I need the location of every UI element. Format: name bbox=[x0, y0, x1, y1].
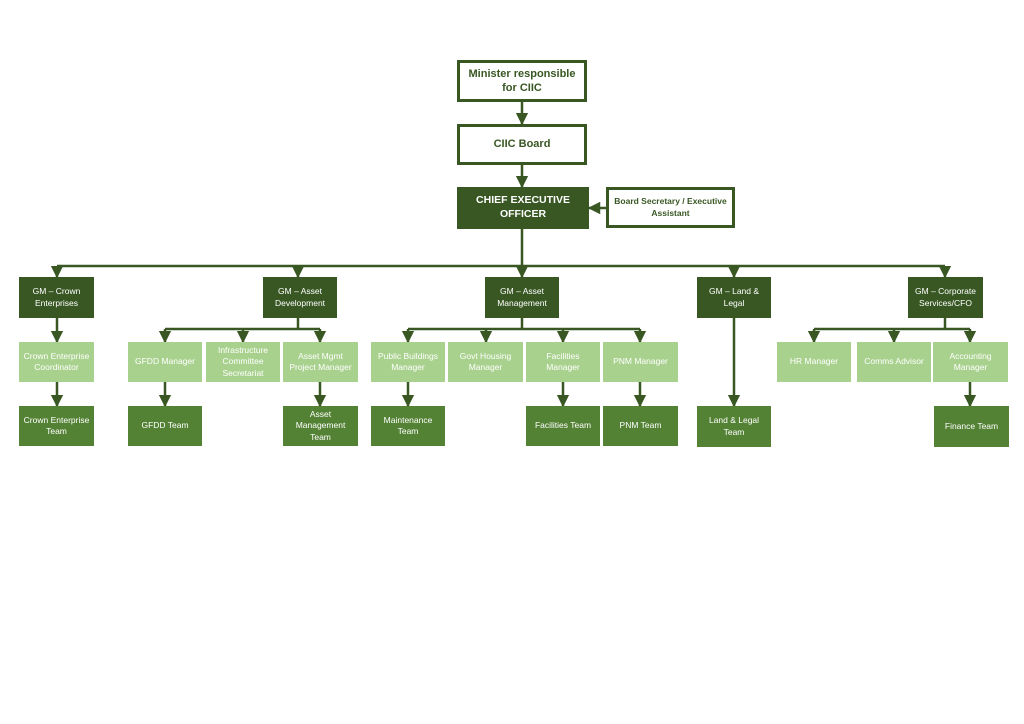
gm-asset-dev-label: GM – Asset Development bbox=[274, 286, 326, 308]
secretary-box: Board Secretary / Executive Assistant bbox=[606, 187, 735, 228]
accounting-manager-box: Accounting Manager bbox=[933, 342, 1008, 382]
board-label: CIIC Board bbox=[493, 138, 551, 151]
finance-team-box: Finance Team bbox=[934, 406, 1009, 447]
accounting-manager-label: Accounting Manager bbox=[949, 350, 992, 372]
crown-team-box: Crown Enterprise Team bbox=[19, 406, 94, 446]
land-team-label: Land & Legal Team bbox=[708, 415, 760, 437]
gm-corporate-label: GM – Corporate Services/CFO bbox=[915, 286, 976, 308]
crown-coordinator-box: Crown Enterprise Coordinator bbox=[19, 342, 94, 382]
asset-team-label: Asset Management Team bbox=[295, 409, 346, 442]
gfdd-manager-box: GFDD Manager bbox=[128, 342, 202, 382]
gm-crown-box: GM – Crown Enterprises bbox=[19, 277, 94, 318]
board-box: CIIC Board bbox=[457, 124, 587, 165]
gfdd-manager-label: GFDD Manager bbox=[135, 356, 195, 367]
facilities-manager-label: Facilities Manager bbox=[546, 350, 580, 372]
maintenance-team-label: Maintenance Team bbox=[383, 414, 433, 436]
public-buildings-label: Public Buildings Manager bbox=[377, 350, 438, 372]
gm-land-label: GM – Land & Legal bbox=[708, 286, 760, 308]
gfdd-team-label: GFDD Team bbox=[141, 420, 189, 431]
facilities-team-box: Facilities Team bbox=[526, 406, 600, 446]
connector-lines bbox=[50, 102, 977, 408]
gm-asset-mgmt-box: GM – Asset Management bbox=[485, 277, 559, 318]
minister-box: Minister responsible for CIIC bbox=[457, 60, 587, 102]
gm-asset-dev-box: GM – Asset Development bbox=[263, 277, 337, 318]
govt-housing-box: Govt Housing Manager bbox=[448, 342, 523, 382]
gm-asset-mgmt-label: GM – Asset Management bbox=[497, 286, 547, 308]
gm-crown-label: GM – Crown Enterprises bbox=[32, 286, 81, 308]
infra-secretariat-box: Infrastructure Committee Secretariat bbox=[206, 342, 280, 382]
pnm-team-box: PNM Team bbox=[603, 406, 678, 446]
pnm-manager-label: PNM Manager bbox=[613, 356, 668, 367]
land-team-box: Land & Legal Team bbox=[697, 406, 771, 447]
asset-team-box: Asset Management Team bbox=[283, 406, 358, 446]
ceo-label: CHIEF EXECUTIVE OFFICER bbox=[476, 194, 570, 220]
comms-advisor-label: Comms Advisor bbox=[864, 356, 924, 367]
maintenance-team-box: Maintenance Team bbox=[371, 406, 445, 446]
hr-manager-label: HR Manager bbox=[789, 356, 839, 367]
infra-secretariat-label: Infrastructure Committee Secretariat bbox=[217, 345, 269, 378]
facilities-team-label: Facilities Team bbox=[534, 420, 592, 431]
asset-pm-box: Asset Mgmt Project Manager bbox=[283, 342, 358, 382]
finance-team-label: Finance Team bbox=[944, 420, 999, 431]
comms-advisor-box: Comms Advisor bbox=[857, 342, 931, 382]
ceo-box: CHIEF EXECUTIVE OFFICER bbox=[457, 187, 589, 229]
public-buildings-box: Public Buildings Manager bbox=[371, 342, 445, 382]
crown-team-label: Crown Enterprise Team bbox=[23, 414, 90, 436]
gfdd-team-box: GFDD Team bbox=[128, 406, 202, 446]
minister-label: Minister responsible for CIIC bbox=[468, 67, 576, 94]
gm-corporate-box: GM – Corporate Services/CFO bbox=[908, 277, 983, 318]
secretary-label: Board Secretary / Executive Assistant bbox=[614, 196, 727, 218]
asset-pm-label: Asset Mgmt Project Manager bbox=[289, 350, 352, 372]
pnm-team-label: PNM Team bbox=[619, 420, 662, 431]
pnm-manager-box: PNM Manager bbox=[603, 342, 678, 382]
govt-housing-label: Govt Housing Manager bbox=[459, 350, 512, 372]
hr-manager-box: HR Manager bbox=[777, 342, 851, 382]
gm-land-box: GM – Land & Legal bbox=[697, 277, 771, 318]
crown-coordinator-label: Crown Enterprise Coordinator bbox=[23, 350, 90, 372]
facilities-manager-box: Facilities Manager bbox=[526, 342, 600, 382]
